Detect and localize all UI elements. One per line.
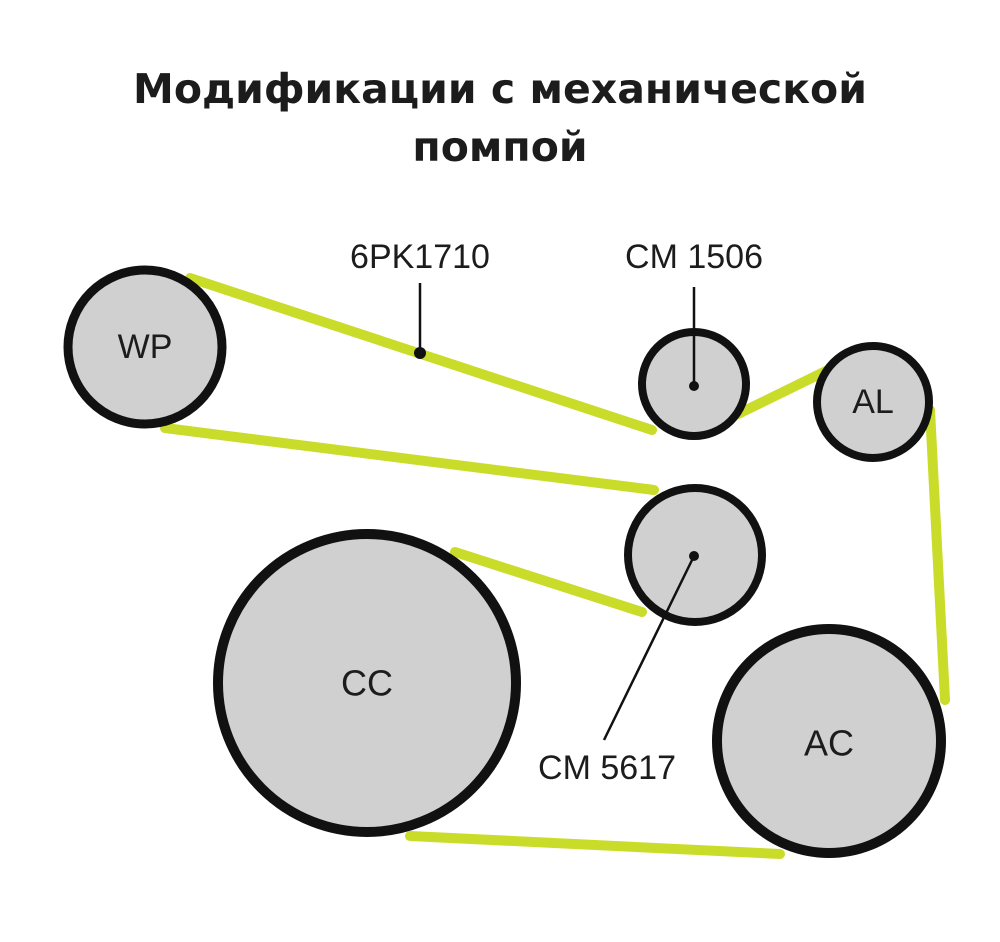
pulley-cc-label: CC [341,663,393,704]
diagram-title: Модификации с механической помпой [0,60,1000,176]
callout-idler-leader [602,555,696,741]
pulley-wp: WP [63,265,227,429]
callout-belt-label: 6PK1710 [350,238,490,276]
pulley-cc-circle [213,529,521,837]
belt-segment-ac-cc [405,831,785,859]
pulley-idler [624,484,766,626]
pulley-wp-label: WP [118,328,173,366]
belt-segment-cc-idler [450,547,647,617]
pulley-ac-circle [712,624,946,858]
pulley-wp-circle [63,265,227,429]
pulley-ac: AC [712,624,946,858]
callout-belt-dot [414,347,426,359]
pulley-al-label: AL [852,383,894,421]
belt-segment-al-ac [925,405,950,705]
title-line-2: помпой [412,123,588,171]
callout-belt: 6PK1710 [350,238,490,359]
belt-segment-idler-wp [160,423,659,495]
belt-segment-tensioner-al [733,365,833,419]
pulley-al: AL [813,342,933,462]
tensioner-center-dot [689,381,699,391]
callout-idler-label: CM 5617 [538,749,676,787]
callout-tensioner: CM 1506 [625,238,763,384]
pulley-al-circle [813,342,933,462]
callout-tensioner-label: CM 1506 [625,238,763,276]
callout-idler: CM 5617 [538,555,696,787]
pulley-cc: CC [213,529,521,837]
pulley-ac-label: AC [804,723,854,764]
title-line-1: Модификации с механической [133,65,867,113]
